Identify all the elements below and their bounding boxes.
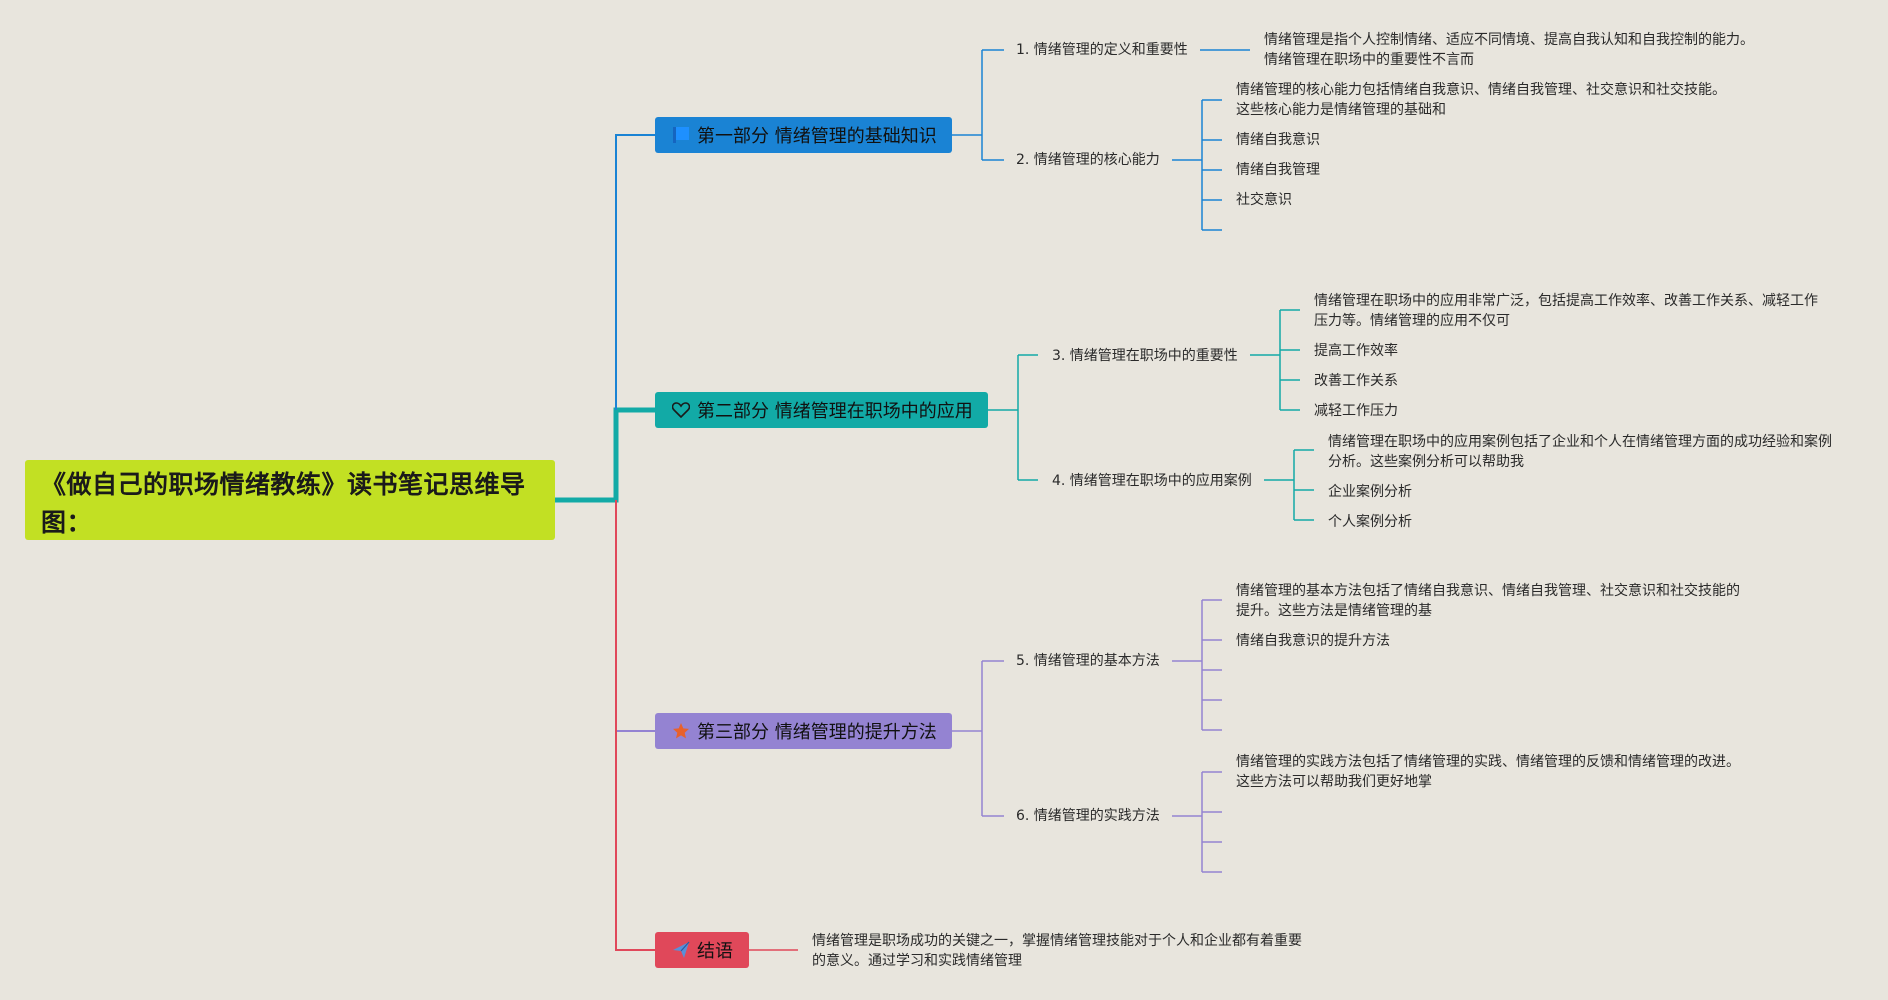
branch-part1-label: 第一部分 情绪管理的基础知识 — [697, 126, 937, 147]
sub2-leaf-lines — [1172, 99, 1222, 231]
root-to-part3-line — [615, 500, 655, 732]
leaf-3-2[interactable]: 改善工作关系 — [1314, 373, 1398, 389]
conclusion-text[interactable]: 情绪管理是职场成功的关键之一，掌握情绪管理技能对于个人和企业都有着重要的意义。通… — [812, 933, 1302, 969]
subtopic-6[interactable]: 6. 情绪管理的实践方法 — [1016, 808, 1160, 824]
leaf-6-0[interactable]: 情绪管理的实践方法包括了情绪管理的实践、情绪管理的反馈和情绪管理的改进。这些方法… — [1236, 754, 1740, 790]
root-to-part2-line — [555, 407, 655, 503]
heart-icon — [671, 400, 691, 420]
leaf-2-1[interactable]: 情绪自我意识 — [1236, 132, 1320, 148]
leaf-3-1[interactable]: 提高工作效率 — [1314, 343, 1398, 359]
leaf-2-2[interactable]: 情绪自我管理 — [1236, 162, 1320, 178]
sub4-leaf-lines — [1264, 449, 1314, 521]
leaf-2-3[interactable]: 社交意识 — [1236, 192, 1292, 208]
leaf-5-1[interactable]: 情绪自我意识的提升方法 — [1236, 633, 1390, 649]
subtopic-4[interactable]: 4. 情绪管理在职场中的应用案例 — [1052, 473, 1252, 489]
root-to-part1-line — [615, 134, 655, 410]
part1-sub-lines — [952, 49, 1004, 161]
root-title: 《做自己的职场情绪教练》读书笔记思维导图： — [41, 470, 526, 537]
sub3-leaf-lines — [1250, 309, 1300, 411]
part2-sub-lines — [988, 354, 1038, 481]
root-topic[interactable]: 《做自己的职场情绪教练》读书笔记思维导图： — [25, 460, 555, 540]
subtopic-1[interactable]: 1. 情绪管理的定义和重要性 — [1016, 42, 1188, 58]
leaf-4-2[interactable]: 个人案例分析 — [1328, 514, 1412, 530]
branch-conclusion-label: 结语 — [697, 941, 733, 962]
branch-part2[interactable]: 第二部分 情绪管理在职场中的应用 — [655, 392, 988, 428]
leaf-1-text[interactable]: 情绪管理是指个人控制情绪、适应不同情境、提高自我认知和自我控制的能力。情绪管理在… — [1264, 32, 1754, 68]
leaf-3-0[interactable]: 情绪管理在职场中的应用非常广泛，包括提高工作效率、改善工作关系、减轻工作压力等。… — [1314, 293, 1818, 329]
sub6-leaf-lines — [1172, 771, 1222, 873]
branch-part3[interactable]: 第三部分 情绪管理的提升方法 — [655, 713, 952, 749]
flag-icon — [671, 125, 691, 145]
branch-part2-label: 第二部分 情绪管理在职场中的应用 — [697, 401, 973, 422]
subtopic-5[interactable]: 5. 情绪管理的基本方法 — [1016, 653, 1160, 669]
branch-part1[interactable]: 第一部分 情绪管理的基础知识 — [655, 117, 952, 153]
leaf-3-3[interactable]: 减轻工作压力 — [1314, 403, 1398, 419]
leaf-4-1[interactable]: 企业案例分析 — [1328, 484, 1412, 500]
branch-part3-label: 第三部分 情绪管理的提升方法 — [697, 722, 937, 743]
subtopic-3[interactable]: 3. 情绪管理在职场中的重要性 — [1052, 348, 1238, 364]
leaf-5-0[interactable]: 情绪管理的基本方法包括了情绪自我意识、情绪自我管理、社交意识和社交技能的提升。这… — [1236, 583, 1740, 619]
star-icon — [671, 721, 691, 741]
paper-plane-icon — [671, 940, 691, 960]
part3-sub-lines — [952, 660, 1004, 817]
leaf-2-0[interactable]: 情绪管理的核心能力包括情绪自我意识、情绪自我管理、社交意识和社交技能。这些核心能… — [1236, 82, 1726, 118]
sub5-leaf-lines — [1172, 599, 1222, 731]
root-to-conclusion-line — [615, 500, 655, 951]
leaf-4-0[interactable]: 情绪管理在职场中的应用案例包括了企业和个人在情绪管理方面的成功经验和案例分析。这… — [1328, 434, 1832, 470]
subtopic-2[interactable]: 2. 情绪管理的核心能力 — [1016, 152, 1160, 168]
branch-conclusion[interactable]: 结语 — [655, 932, 749, 968]
